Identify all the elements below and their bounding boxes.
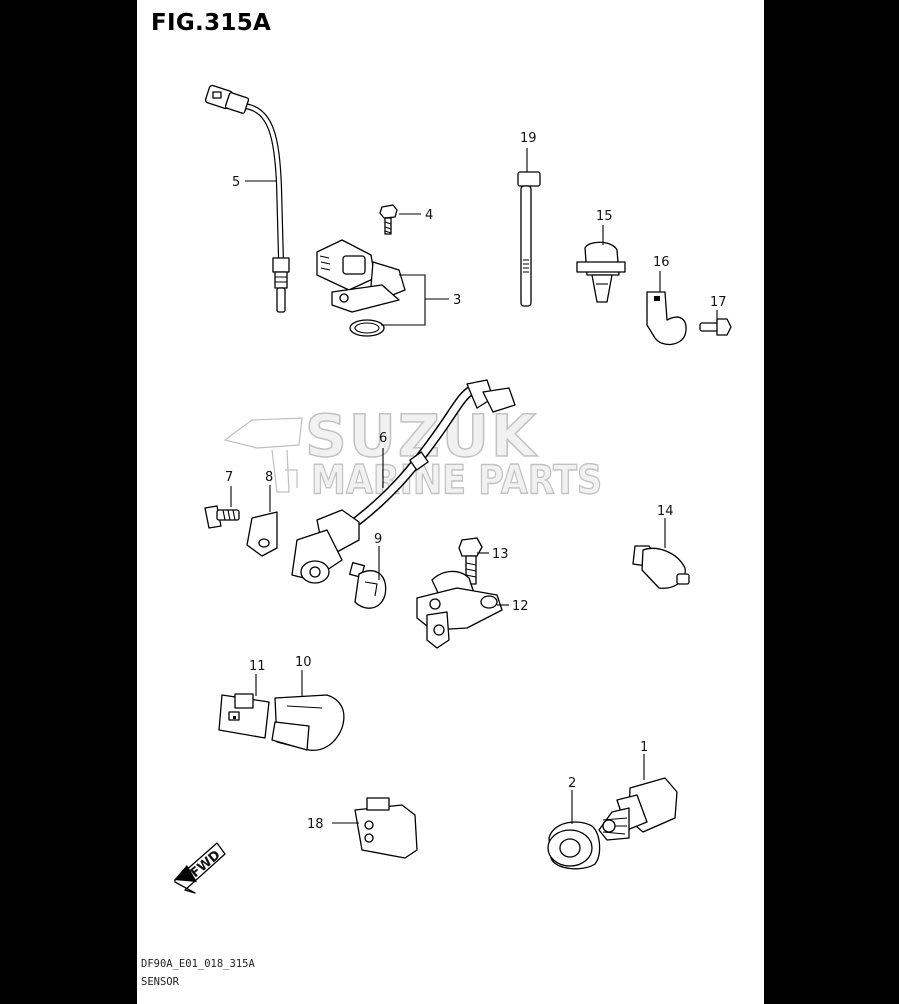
part-17-bolt[interactable] [699, 318, 732, 336]
callout-7: 7 [225, 470, 233, 485]
callout-10: 10 [295, 655, 312, 670]
callout-2: 2 [568, 776, 576, 791]
figure-code: DF90A_E01_018_315A [141, 958, 255, 970]
part-16-bracket[interactable] [646, 291, 687, 346]
callout-12: 12 [512, 599, 529, 614]
watermark-logo [223, 417, 303, 493]
part-14-knock-sensor[interactable] [632, 545, 690, 589]
part-6-crank-sensor[interactable] [291, 379, 516, 584]
part-18-grommet[interactable] [354, 797, 418, 859]
callout-6: 6 [379, 431, 387, 446]
callout-1: 1 [640, 740, 648, 755]
part-3-pressure-sensor[interactable] [316, 239, 406, 337]
part-8-plate[interactable] [246, 511, 278, 557]
figure-title: FIG.315A [151, 10, 272, 36]
callout-8: 8 [265, 470, 273, 485]
part-4-bolt[interactable] [379, 204, 398, 235]
callout-19: 19 [520, 131, 537, 146]
leader-lines [230, 148, 718, 824]
part-19-cable-tie[interactable] [517, 171, 541, 307]
callout-9: 9 [374, 532, 382, 547]
diagram-sheet: FIG.315A SUZUK MARINE PARTS [137, 0, 764, 1004]
callout-5: 5 [232, 175, 240, 190]
callout-14: 14 [657, 504, 674, 519]
part-15-clip[interactable] [576, 241, 626, 303]
part-7-bolt[interactable] [204, 505, 240, 529]
callout-15: 15 [596, 209, 613, 224]
part-11-holder[interactable] [218, 693, 270, 739]
fwd-arrow-icon: FWD [174, 842, 226, 894]
figure-name: SENSOR [141, 976, 179, 988]
callout-4: 4 [425, 208, 433, 223]
part-1-temp-sensor[interactable] [598, 777, 678, 841]
part-10-cover[interactable] [271, 694, 345, 751]
callout-labels: 5 4 3 19 15 16 17 6 7 8 9 13 12 14 11 10… [225, 131, 727, 832]
callout-13: 13 [492, 547, 509, 562]
part-9-sensor[interactable] [349, 562, 387, 609]
callout-3: 3 [453, 293, 461, 308]
watermark-subtitle: MARINE PARTS [310, 457, 603, 504]
callout-18: 18 [307, 817, 324, 832]
part-13-bolt[interactable] [458, 537, 483, 585]
parts-diagram: FWD 5 4 3 1 [174, 84, 732, 894]
callout-11: 11 [249, 659, 266, 674]
part-12-sensor[interactable] [416, 570, 503, 649]
part-5-sensor-cable[interactable] [204, 84, 290, 313]
callout-17: 17 [710, 295, 727, 310]
callout-16: 16 [653, 255, 670, 270]
part-2-grommet-ring[interactable] [547, 821, 601, 870]
